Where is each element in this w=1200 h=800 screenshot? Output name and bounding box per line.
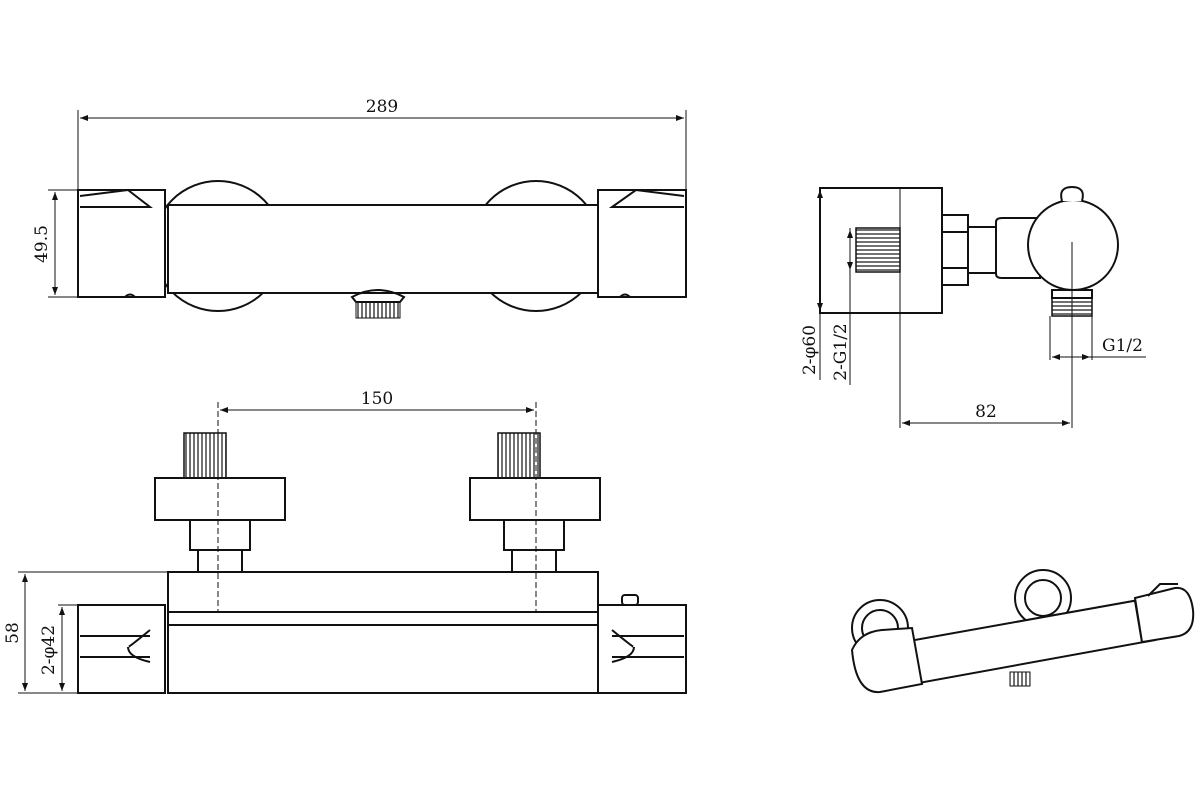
side-view: G1/2 82 2-φ60 2-G1/2	[800, 185, 1146, 428]
perspective-view	[850, 569, 1195, 694]
outlet-thread	[355, 301, 401, 319]
perspective-left-cap	[850, 626, 924, 694]
cap-diameter-label: 2-φ42	[39, 625, 59, 675]
inlet-connector-left	[154, 432, 286, 573]
top-view: 289 49.5	[32, 97, 687, 319]
valve-body	[167, 204, 599, 294]
left-cap-front	[77, 604, 166, 694]
height-label: 49.5	[32, 225, 52, 263]
inlet-thread-label: 2-G1/2	[831, 323, 851, 381]
flange-diameter-label: 2-φ60	[800, 325, 820, 375]
spacing-label: 150	[361, 389, 393, 409]
temperature-knob	[1027, 199, 1120, 291]
outlet-thread-side	[1051, 297, 1093, 317]
depth-label: 82	[975, 402, 997, 422]
valve-body-front	[167, 571, 599, 694]
front-view: 150 58 2-φ42	[3, 389, 687, 694]
perspective-right-cap	[1133, 586, 1195, 644]
inlet-thread-side	[855, 227, 901, 273]
length-label: 289	[366, 97, 398, 117]
body-height-label: 58	[3, 622, 23, 644]
outlet-thread-label: G1/2	[1102, 336, 1143, 356]
inlet-connector-right	[469, 432, 601, 573]
right-cap-front	[597, 604, 687, 694]
